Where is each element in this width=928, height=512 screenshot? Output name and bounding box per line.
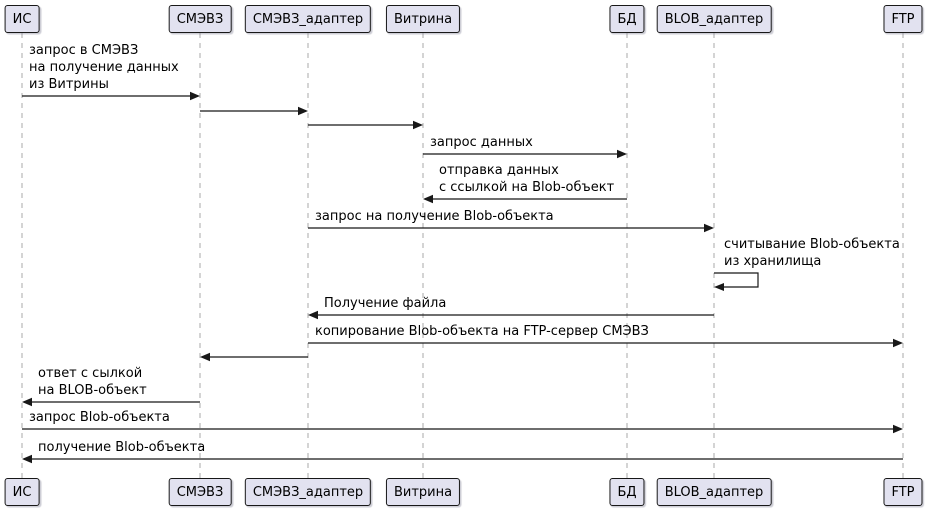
message-label-5: запрос на получение Blob-объекта (315, 209, 554, 224)
participant-box-bottom-is: ИС (4, 478, 40, 506)
participant-box-bottom-vitrina: Витрина (385, 478, 461, 506)
message-label-3: запрос данных (430, 135, 533, 150)
participant-box-top-smev3_adapter: СМЭВЗ_адаптер (244, 5, 372, 33)
message-label-4: отправка данных с ссылкой на Blob-объект (439, 163, 615, 195)
participant-box-top-smev3: СМЭВЗ (168, 5, 232, 33)
message-label-7: Получение файла (324, 296, 447, 311)
participant-box-top-is: ИС (4, 5, 40, 33)
message-label-0: запрос в СМЭВЗ на получение данных из Ви… (29, 43, 179, 92)
message-label-6: считывание Blob-объекта из хранилища (724, 237, 900, 269)
participant-box-bottom-bd: БД (609, 478, 645, 506)
participant-box-bottom-blob_adapter: BLOB_адаптер (656, 478, 772, 506)
participant-box-top-ftp: FTP (883, 5, 923, 33)
participant-box-top-blob_adapter: BLOB_адаптер (656, 5, 772, 33)
message-label-8: копирование Blob-объекта на FTP-сервер С… (315, 324, 649, 339)
participant-box-top-vitrina: Витрина (385, 5, 461, 33)
participant-box-top-bd: БД (609, 5, 645, 33)
message-label-11: запрос Blob-объекта (29, 410, 170, 425)
participant-box-bottom-smev3_adapter: СМЭВЗ_адаптер (244, 478, 372, 506)
message-label-12: получение Blob-объекта (38, 440, 206, 455)
participant-box-bottom-smev3: СМЭВЗ (168, 478, 232, 506)
participant-box-bottom-ftp: FTP (883, 478, 923, 506)
message-label-10: ответ с сылкой на BLOB-объект (38, 366, 147, 398)
